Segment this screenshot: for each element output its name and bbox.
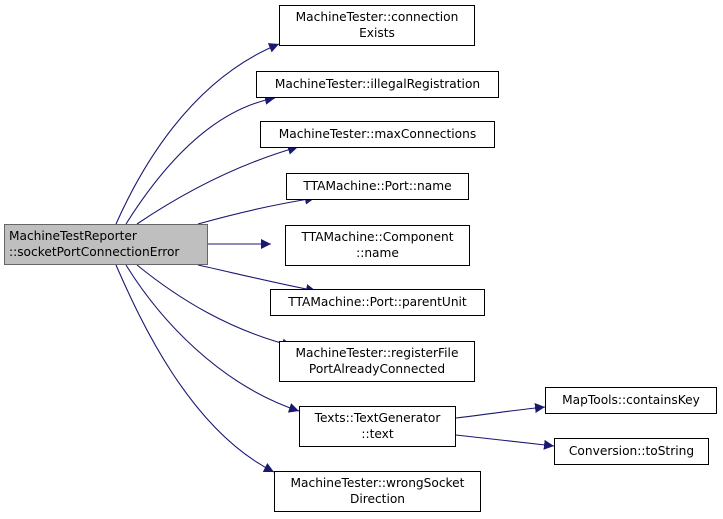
node-contains-key[interactable]: MapTools::containsKey	[545, 387, 717, 414]
node-wrong-socket-direction[interactable]: MachineTester::wrongSocket Direction	[274, 471, 481, 512]
node-port-name[interactable]: TTAMachine::Port::name	[286, 173, 469, 200]
node-wrong-socket-line-2: Direction	[349, 491, 406, 506]
node-port-parent-unit-line-1: TTAMachine::Port::parentUnit	[288, 294, 467, 309]
node-component-name-line-1: TTAMachine::Component	[301, 230, 454, 244]
edge-root-to-max-connections	[136, 144, 299, 225]
edge-root-to-wrong-socket	[115, 264, 275, 473]
node-root-line-1: MachineTestReporter	[9, 229, 137, 243]
edge-root-to-illegal-registration	[125, 94, 276, 225]
node-text-generator-text[interactable]: Texts::TextGenerator ::text	[299, 406, 456, 447]
node-port-parent-unit[interactable]: TTAMachine::Port::parentUnit	[270, 289, 485, 316]
edge-root-to-register-file	[136, 264, 293, 349]
node-register-file-line-1: MachineTester::registerFile	[295, 346, 459, 360]
edge-text-generator-to-contains-key	[455, 403, 546, 419]
node-text-generator-line-1: Texts::TextGenerator	[314, 411, 441, 425]
node-to-string-line-1: Conversion::toString	[568, 443, 695, 458]
node-root-line-2: ::socketPortConnectionError	[9, 244, 180, 259]
edge-root-to-connection-exists	[115, 43, 280, 225]
node-max-connections-line-1: MachineTester::maxConnections	[278, 126, 477, 141]
node-illegal-registration[interactable]: MachineTester::illegalRegistration	[256, 71, 499, 98]
node-illegal-registration-line-1: MachineTester::illegalRegistration	[274, 76, 481, 91]
node-connection-exists-line-2: Exists	[359, 25, 395, 40]
node-text-generator-line-2: ::text	[361, 426, 394, 441]
node-component-name[interactable]: TTAMachine::Component ::name	[285, 225, 470, 266]
node-connection-exists-line-1: MachineTester::connection	[295, 10, 459, 24]
node-contains-key-line-1: MapTools::containsKey	[562, 392, 700, 407]
edge-root-to-text-generator	[125, 264, 300, 413]
node-to-string[interactable]: Conversion::toString	[554, 438, 709, 465]
node-max-connections[interactable]: MachineTester::maxConnections	[260, 121, 495, 148]
node-port-name-line-1: TTAMachine::Port::name	[303, 178, 452, 193]
edge-root-to-port-parent-unit	[197, 264, 317, 294]
node-register-file-port-already-connected[interactable]: MachineTester::registerFile PortAlreadyC…	[279, 341, 475, 382]
node-register-file-line-2: PortAlreadyConnected	[308, 361, 446, 376]
node-root-socket-port-connection-error: MachineTestReporter ::socketPortConnecti…	[4, 224, 208, 265]
node-connection-exists[interactable]: MachineTester::connection Exists	[279, 5, 475, 46]
node-wrong-socket-line-1: MachineTester::wrongSocket	[290, 476, 465, 490]
edge-text-generator-to-to-string	[455, 434, 555, 450]
edge-root-to-port-name	[197, 194, 316, 225]
node-component-name-line-2: ::name	[356, 245, 399, 260]
